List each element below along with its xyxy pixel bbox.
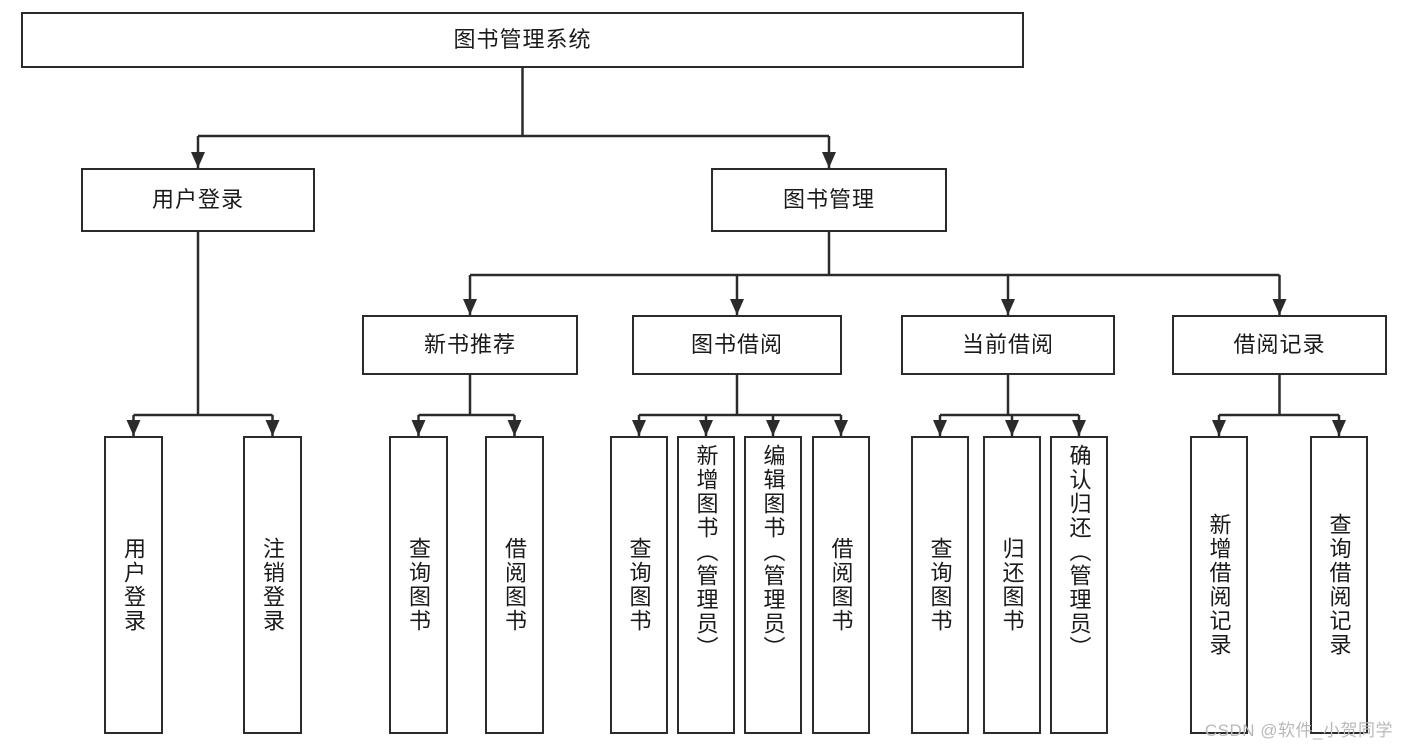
edge-arrowhead	[1212, 420, 1226, 436]
node-label: 借阅记录	[1233, 331, 1326, 357]
edge-arrowhead	[834, 420, 848, 436]
node-nb-borrow[interactable]: 借阅图书	[485, 436, 544, 734]
node-label: 确认归还（管理员）	[1066, 444, 1092, 660]
edge-arrowhead	[1332, 420, 1346, 436]
node-label: 新增借阅记录	[1206, 513, 1232, 657]
node-bl-add[interactable]: 新增图书（管理员）	[677, 436, 735, 734]
node-newbook[interactable]: 新书推荐	[362, 315, 578, 375]
node-label: 用户登录	[151, 186, 244, 212]
edge-arrowhead	[632, 420, 646, 436]
node-borrow[interactable]: 图书借阅	[632, 315, 842, 375]
edge-arrowhead	[191, 152, 205, 168]
node-login-out[interactable]: 注销登录	[243, 436, 302, 734]
node-bookmgmt[interactable]: 图书管理	[711, 168, 947, 232]
node-nb-query[interactable]: 查询图书	[389, 436, 448, 734]
node-label: 图书管理系统	[453, 26, 592, 52]
node-label: 借阅图书	[828, 537, 854, 633]
edge-arrowhead	[1072, 420, 1086, 436]
edge-arrowhead	[766, 420, 780, 436]
edge-arrowhead	[126, 420, 141, 436]
node-root[interactable]: 图书管理系统	[21, 12, 1024, 68]
node-label: 当前借阅	[961, 331, 1054, 357]
node-label: 借阅图书	[502, 537, 528, 633]
edge-arrowhead	[411, 420, 426, 436]
edge-arrowhead	[822, 152, 836, 168]
node-login-in[interactable]: 用户登录	[104, 436, 163, 734]
node-label: 查询图书	[927, 537, 953, 633]
node-cb-query[interactable]: 查询图书	[911, 436, 969, 734]
node-label: 归还图书	[999, 537, 1025, 633]
node-current[interactable]: 当前借阅	[901, 315, 1115, 375]
node-login[interactable]: 用户登录	[81, 168, 315, 232]
node-label: 查询图书	[406, 537, 432, 633]
edge-arrowhead	[933, 420, 947, 436]
node-label: 查询借阅记录	[1326, 513, 1352, 657]
edge-arrowhead	[1005, 420, 1019, 436]
edge-arrowhead	[1001, 299, 1015, 315]
node-label: 图书管理	[782, 186, 875, 212]
node-label: 新增图书（管理员）	[693, 444, 719, 660]
edge-arrowhead	[1272, 299, 1287, 315]
node-rc-query[interactable]: 查询借阅记录	[1310, 436, 1368, 734]
node-bl-query[interactable]: 查询图书	[610, 436, 668, 734]
node-bl-edit[interactable]: 编辑图书（管理员）	[744, 436, 802, 734]
watermark-text: CSDN @软件_小贺同学	[1204, 721, 1393, 740]
node-label: 新书推荐	[423, 331, 516, 357]
node-rc-add[interactable]: 新增借阅记录	[1190, 436, 1248, 734]
node-records[interactable]: 借阅记录	[1172, 315, 1387, 375]
node-label: 注销登录	[260, 537, 286, 633]
node-label: 用户登录	[121, 537, 147, 633]
node-label: 查询图书	[626, 537, 652, 633]
edge-arrowhead	[463, 299, 477, 315]
edge-arrowhead	[730, 299, 744, 315]
node-bl-borrow[interactable]: 借阅图书	[812, 436, 870, 734]
node-label: 图书借阅	[690, 331, 783, 357]
edge-arrowhead	[507, 420, 522, 436]
node-label: 编辑图书（管理员）	[760, 444, 786, 660]
edge-arrowhead	[265, 420, 280, 436]
node-cb-confirm[interactable]: 确认归还（管理员）	[1050, 436, 1108, 734]
edge-arrowhead	[699, 420, 713, 436]
node-cb-return[interactable]: 归还图书	[983, 436, 1041, 734]
